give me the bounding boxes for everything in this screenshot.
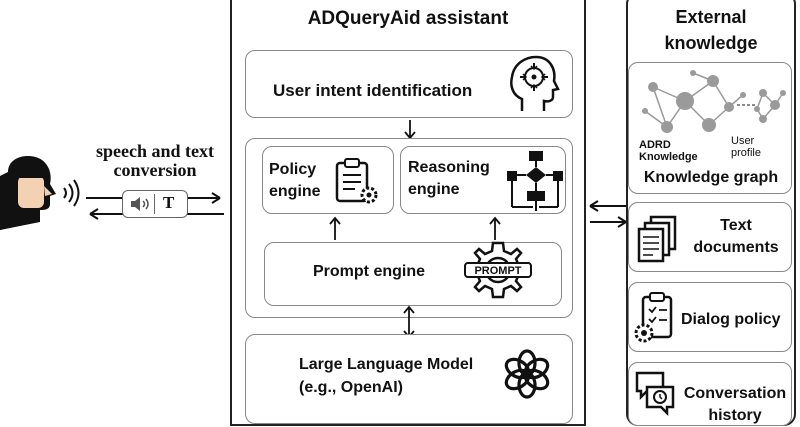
conversation-line1: Conversation <box>683 385 787 402</box>
reasoning-engine-box: Reasoning engine <box>400 146 566 214</box>
head-target-icon <box>510 55 560 111</box>
external-title-line1: External <box>675 7 747 27</box>
documents-icon <box>637 215 677 263</box>
speaker-icon <box>131 197 149 211</box>
intent-label: User intent identification <box>273 81 473 100</box>
assistant-title: ADQueryAid assistant <box>307 8 509 29</box>
openai-logo-icon <box>504 349 550 399</box>
adrd-label: ADRD Knowledge <box>639 139 698 163</box>
prompt-icon-text: PROMPT <box>474 265 521 277</box>
prompt-gear-icon: PROMPT <box>464 241 532 299</box>
speech-conversion-label: speech and text conversion <box>80 142 230 180</box>
external-title: External knowledge <box>626 4 796 56</box>
speech-label-line2: conversion <box>113 160 197 180</box>
policy-engine-box: Policy engine <box>262 146 394 214</box>
dialog-policy-label: Dialog policy <box>681 311 781 328</box>
llm-line1: Large Language Model <box>299 356 474 373</box>
conversation-history-box: Conversation history <box>628 362 792 426</box>
conversation-line2: history <box>708 407 762 424</box>
text-documents-label: Text documents <box>681 215 791 259</box>
dialog-policy-box: Dialog policy <box>628 282 792 352</box>
text-icon: T <box>163 193 175 212</box>
dialog-policy-icon <box>634 292 673 343</box>
llm-box: Large Language Model (e.g., OpenAI) <box>245 334 573 424</box>
knowledge-graph-box: ADRD Knowledge User profile Knowledge gr… <box>628 62 792 194</box>
user-profile-label: User profile <box>731 135 761 159</box>
reasoning-line2: engine <box>408 181 460 198</box>
policy-line1: Policy <box>269 161 317 178</box>
adrd-line1: ADRD <box>639 139 671 151</box>
text-docs-line2: documents <box>693 239 779 256</box>
knowledge-exchange-arrows <box>589 200 627 228</box>
reasoning-line1: Reasoning <box>408 159 490 176</box>
speech-label-line1: speech and text <box>96 141 214 161</box>
to-policy-arrow <box>329 216 341 240</box>
text-docs-line1: Text <box>720 217 752 234</box>
prompt-engine-box: Prompt engine PROMPT <box>264 241 562 306</box>
policy-clipboard-icon <box>335 158 378 204</box>
knowledge-graph-label: Knowledge graph <box>643 169 779 186</box>
intent-down-arrow <box>404 120 416 140</box>
user-head-icon <box>0 156 56 230</box>
reasoning-label: Reasoning engine <box>408 157 490 201</box>
policy-line2: engine <box>269 183 321 200</box>
user-profile-line1: User <box>731 135 755 147</box>
to-reasoning-arrow <box>489 216 501 240</box>
intent-box: User intent identification <box>245 50 573 118</box>
flowchart-icon <box>507 151 563 211</box>
prompt-label: Prompt engine <box>313 263 426 280</box>
policy-label: Policy engine <box>269 159 321 203</box>
knowledge-graph-icon <box>642 70 786 133</box>
llm-line2: (e.g., OpenAI) <box>299 379 403 396</box>
text-documents-box: Text documents <box>628 202 792 272</box>
conversation-history-label: Conversation history <box>679 383 791 427</box>
user-profile-line2: profile <box>731 147 761 159</box>
adrd-line2: Knowledge <box>639 151 698 163</box>
llm-label: Large Language Model (e.g., OpenAI) <box>299 353 473 399</box>
speech-waves-icon <box>63 179 80 207</box>
toggle-divider <box>154 194 155 214</box>
conversion-toggle: T <box>122 190 188 218</box>
chat-history-icon <box>635 371 675 417</box>
external-title-line2: knowledge <box>664 33 758 53</box>
